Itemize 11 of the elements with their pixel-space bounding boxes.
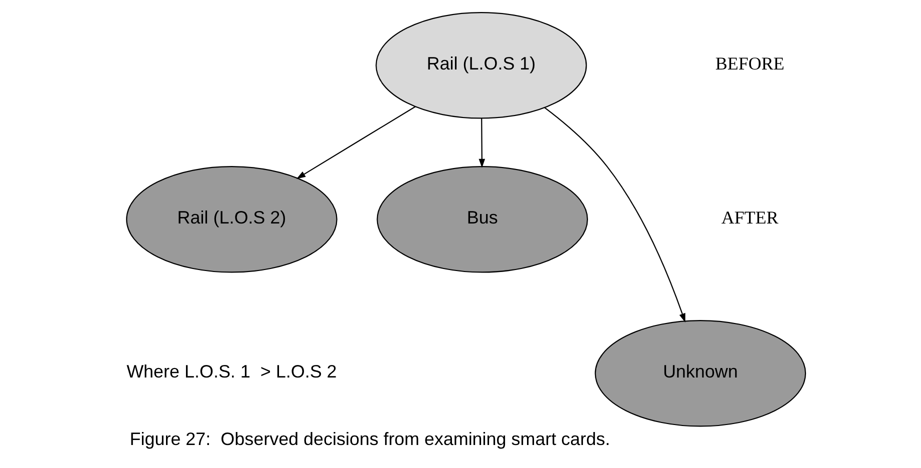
node-ellipse: Rail (L.O.S 2) — [126, 166, 337, 273]
label: BEFORE — [714, 54, 784, 74]
node-ellipse: Unknown — [594, 320, 806, 427]
label: Where L.O.S. 1 > L.O.S 2 — [126, 362, 336, 382]
node-ellipse: Bus — [376, 166, 588, 273]
caption: Figure 27: Observed decisions from examining smart cards. — [129, 429, 610, 450]
arrow — [296, 106, 416, 179]
node-ellipse: Rail (L.O.S 1) — [375, 12, 586, 119]
label: AFTER — [720, 208, 778, 228]
arrow — [478, 118, 485, 168]
arrow — [544, 107, 685, 322]
